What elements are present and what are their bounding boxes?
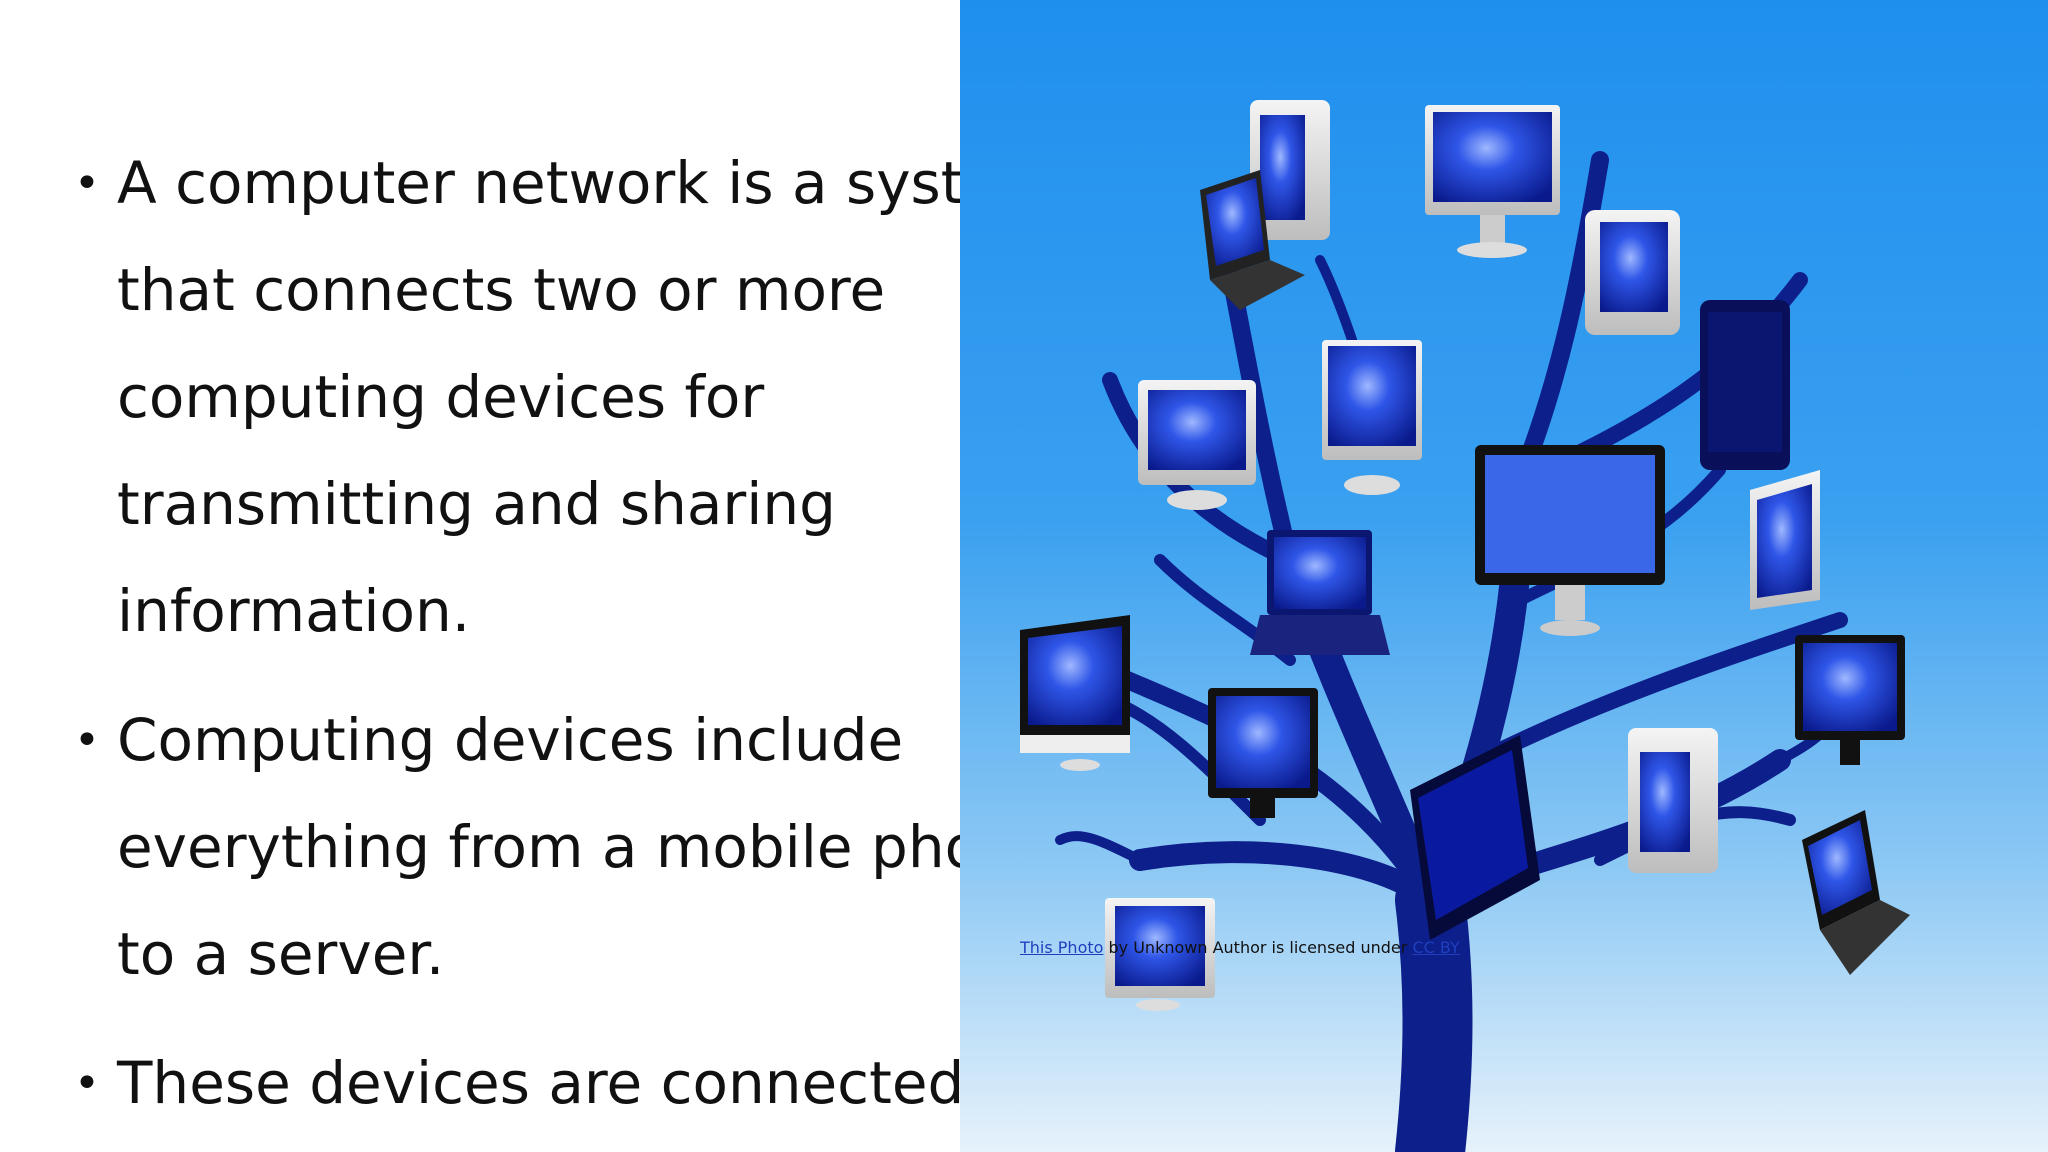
bullet-line: Computing devices include bbox=[117, 706, 904, 774]
bullet-dot-icon: • bbox=[74, 158, 100, 209]
bullet-line: computing devices for bbox=[117, 363, 765, 431]
bullet-item: • These devices are connected bbox=[0, 1030, 960, 1137]
bullet-line: These devices are connected bbox=[117, 1049, 960, 1117]
device-group bbox=[1020, 100, 1910, 1011]
image-attribution: This Photo by Unknown Author is licensed… bbox=[1020, 938, 1460, 957]
text-panel: • A computer network is a system that co… bbox=[0, 0, 960, 1152]
network-tree-image bbox=[960, 0, 2048, 1152]
attribution-text: by Unknown Author is licensed under bbox=[1103, 938, 1413, 957]
bullet-list: • A computer network is a system that co… bbox=[0, 130, 960, 1152]
bullet-line: transmitting and sharing bbox=[117, 470, 836, 538]
license-link[interactable]: CC BY bbox=[1412, 938, 1460, 957]
bullet-line: everything from a mobile phone bbox=[117, 813, 960, 881]
photo-link[interactable]: This Photo bbox=[1020, 938, 1104, 957]
bullet-item: • A computer network is a system that co… bbox=[0, 130, 960, 665]
bullet-line: to a server. bbox=[117, 920, 445, 988]
bullet-item: • Computing devices include everything f… bbox=[0, 687, 960, 1008]
bullet-dot-icon: • bbox=[74, 1058, 100, 1109]
bullet-line: A computer network is a system bbox=[117, 149, 960, 217]
bullet-line: information. bbox=[117, 577, 471, 645]
tree-illustration bbox=[1020, 100, 1910, 1152]
bullet-line: that connects two or more bbox=[117, 256, 886, 324]
bullet-dot-icon: • bbox=[74, 715, 100, 766]
